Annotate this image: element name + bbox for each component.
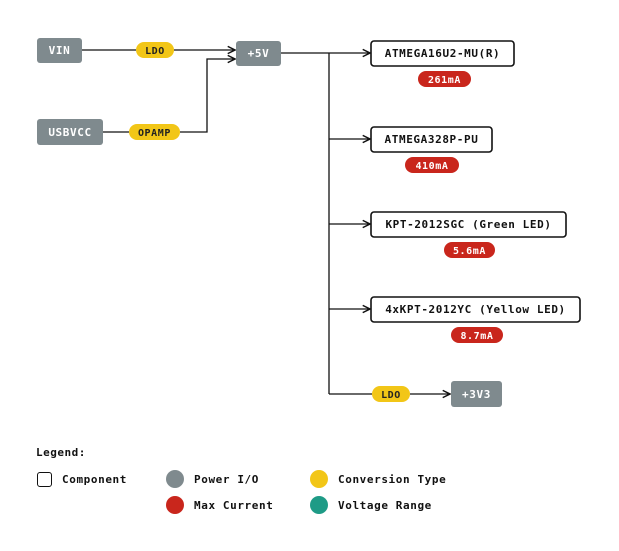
component-1-current: 261mA [428, 75, 461, 86]
legend-conversion-type: Conversion Type [310, 469, 446, 489]
vin-node: VIN [37, 38, 82, 63]
legend-max-current: Max Current [166, 495, 273, 515]
max-current-swatch [166, 496, 184, 514]
component-2: ATMEGA328P-PU 410mA [370, 126, 493, 173]
voltage-range-swatch [310, 496, 328, 514]
power-io-swatch [166, 470, 184, 488]
ldo-input-label: LDO [145, 46, 165, 57]
opamp-label: OPAMP [138, 128, 171, 139]
ldo-input-pill: LDO [136, 42, 174, 58]
v3v3-node: +3V3 [451, 381, 502, 407]
legend-max-current-label: Max Current [194, 498, 274, 512]
conversion-type-swatch [310, 470, 328, 488]
v5-label: +5V [248, 47, 270, 60]
vin-label: VIN [49, 44, 71, 57]
v3v3-label: +3V3 [462, 388, 491, 401]
component-1-name: ATMEGA16U2-MU(R) [385, 47, 501, 60]
legend-title: Legend: [36, 446, 86, 459]
component-2-current: 410mA [415, 161, 448, 172]
opamp-pill: OPAMP [129, 124, 180, 140]
line-opamp-5v [180, 59, 235, 133]
v5-node: +5V [236, 41, 281, 66]
legend-voltage-range: Voltage Range [310, 495, 432, 515]
legend-conversion-type-label: Conversion Type [338, 472, 447, 486]
legend-power-io: Power I/O [166, 469, 259, 489]
ldo-output-label: LDO [381, 390, 401, 401]
usbvcc-label: USBVCC [48, 126, 91, 139]
component-3: KPT-2012SGC (Green LED) 5.6mA [370, 211, 567, 258]
legend-voltage-range-label: Voltage Range [338, 498, 432, 512]
component-swatch [37, 471, 52, 487]
connectors [82, 50, 450, 394]
component-4-name: 4xKPT-2012YC (Yellow LED) [385, 303, 566, 316]
legend-component: Component [37, 469, 127, 489]
component-3-name: KPT-2012SGC (Green LED) [385, 218, 551, 231]
legend-component-label: Component [62, 472, 128, 486]
component-4-current: 8.7mA [460, 331, 493, 342]
component-3-current: 5.6mA [453, 246, 486, 257]
usbvcc-node: USBVCC [37, 119, 103, 145]
component-4: 4xKPT-2012YC (Yellow LED) 8.7mA [370, 296, 581, 343]
component-1: ATMEGA16U2-MU(R) 261mA [370, 40, 515, 87]
ldo-output-pill: LDO [372, 386, 410, 402]
component-2-name: ATMEGA328P-PU [385, 133, 479, 146]
legend-power-io-label: Power I/O [194, 472, 260, 486]
